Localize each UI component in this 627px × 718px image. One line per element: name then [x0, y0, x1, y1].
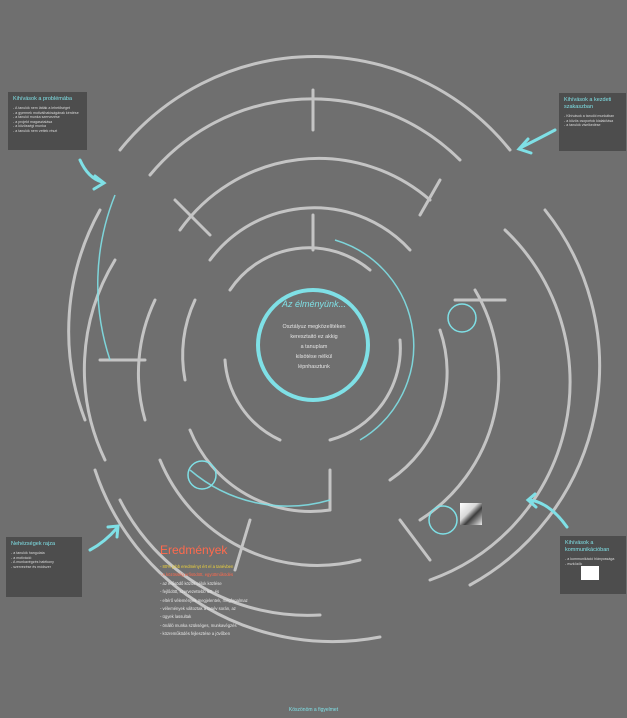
marker-circle-1 [447, 303, 477, 333]
maze-ring-1c [93, 468, 382, 644]
maze-ring-1 [118, 54, 512, 152]
maze-ring-4d [181, 298, 197, 382]
results-block: Eredmények - 80% jobb eredményt ért el a… [160, 543, 300, 639]
maze-ring-5c [223, 358, 282, 442]
results-line: - eltérő vélemények megjelentek, megfoga… [160, 597, 248, 603]
results-line: - vélemények változtak a tanév során, az [160, 606, 236, 612]
maze-ring-4 [208, 206, 412, 262]
note-top-right: Kihívások a kezdeti szakaszban - Kihívás… [559, 93, 626, 151]
maze-ring-1b [468, 208, 602, 587]
note-line: - a tanulók nem vettek részt [13, 128, 58, 133]
maze-ring-3b [418, 288, 501, 522]
note-title: Kihívások a kezdeti szakaszban [564, 97, 612, 110]
center-line: Osztályuz megközelítéken [282, 324, 346, 330]
note-bottom-left: Nehézségek rajza - a tanulók hangulata -… [6, 537, 82, 597]
center-title: Az élményünk... [281, 299, 347, 309]
note-line: - Kihívások a tanulói munkában [564, 114, 615, 118]
center-line: kilsötése nélkül [295, 354, 333, 360]
results-line: - közreműködés fejlesztése a jövőben [160, 631, 231, 637]
note-bottom-right: Kihívások a kommunikációban - a kommunik… [560, 536, 626, 594]
note-title: Kihívások a kommunikációban [565, 540, 610, 553]
note-line: - a közösségi munka [13, 124, 46, 129]
arrow-bottom-left-icon [88, 526, 119, 552]
note-line: - a motiváció [11, 555, 32, 560]
results-title: Eredmények [160, 543, 228, 557]
arrow-top-right-icon [520, 128, 557, 149]
maze-ring-5b [328, 338, 402, 442]
note-line: - a kommunikáció hiányossága [565, 557, 615, 561]
arrow-bottom-right-icon [528, 498, 569, 529]
note-line: - a projekt magasztalása [13, 119, 53, 124]
note-line: - a tanulók hangulata [11, 551, 45, 555]
note-line: - A tanulók nem látták a lehetőséget [13, 106, 70, 110]
image-placeholder [581, 566, 599, 580]
note-line: - a tanulók viselkedése [564, 123, 601, 128]
maze-ring-2c [118, 498, 322, 617]
note-title: Nehézségek rajza [11, 541, 56, 547]
results-line: - A közösség erősödött, együttműködés [160, 572, 234, 578]
note-line: - a tanulói munka szervezése [13, 115, 60, 120]
results-line: - 80% jobb eredményt ért el a tanévben [160, 564, 234, 569]
center-text: Osztályuz megközelítéken keresztaitó ez … [264, 322, 364, 372]
maze-ring-2 [148, 97, 462, 177]
marker-circle-3 [428, 505, 458, 535]
results-line: - fejlődött, szervezettebb lett, és [160, 589, 220, 595]
maze-ring-1d [67, 208, 102, 422]
note-top-left: Kihívások a problémába - A tanulók nem l… [8, 92, 87, 150]
maze-ring-4b [388, 328, 449, 482]
center-circle [256, 288, 370, 402]
results-line: - ügyek lassultak [160, 614, 192, 620]
note-line: - A munkavégzés hatékony [11, 560, 54, 565]
note-title: Kihívások a problémába [13, 96, 73, 102]
maze-ring-2d [82, 258, 117, 462]
footer-text: Köszönöm a figyelmet [288, 707, 339, 713]
results-line: - önálló munka szükséges, munkavégzés [160, 622, 237, 628]
center-line: a tanuplam [300, 344, 328, 350]
thumbnail-image [460, 503, 482, 525]
maze-ring-2b [428, 228, 572, 582]
maze-ring-5 [228, 246, 372, 292]
marker-circle-2 [187, 460, 217, 490]
note-line: - eszközök [565, 561, 583, 566]
note-line: - szervezése és módszer [11, 564, 51, 569]
maze-ring-4c [188, 428, 332, 513]
note-line: - a közös csoportok kialakítása [564, 118, 614, 123]
center-line: keresztaitó ez akkig [290, 334, 338, 340]
maze-ring-3 [178, 156, 432, 232]
note-line: - a gyermek motiválhatóságának kérdése [13, 110, 79, 115]
center-line: lépnhasztunk [298, 364, 330, 370]
results-line: - az erősödő közös célok közlése [160, 580, 222, 586]
